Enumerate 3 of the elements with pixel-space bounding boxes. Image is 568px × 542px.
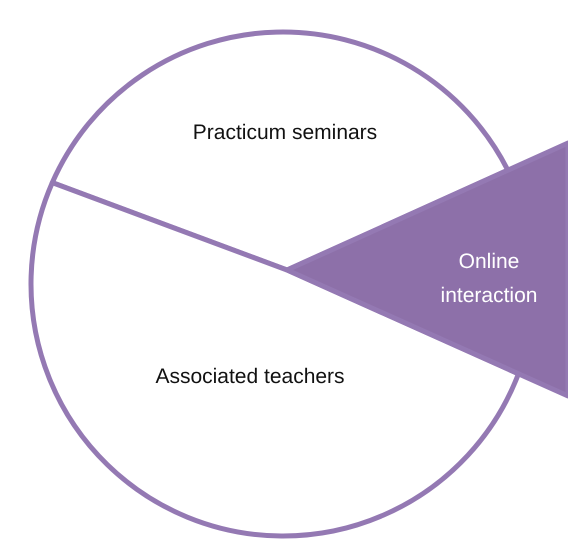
segment-label: Associated teachers bbox=[154, 364, 346, 390]
segment-label: Practicum seminars bbox=[192, 120, 378, 146]
segment-label: Online interaction bbox=[440, 249, 538, 309]
